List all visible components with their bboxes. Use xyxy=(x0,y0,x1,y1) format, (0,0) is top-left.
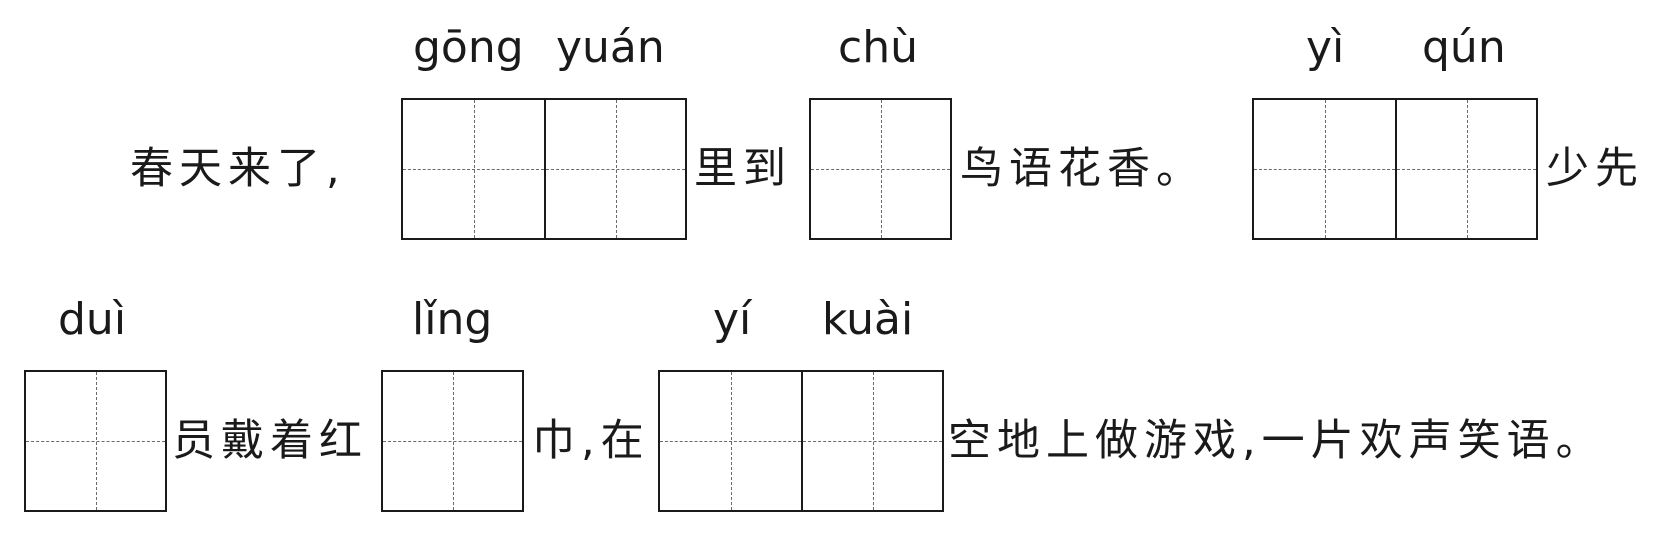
pinyin-yi-2: yí xyxy=(713,294,752,345)
writing-cell[interactable] xyxy=(660,372,801,510)
answer-box-dui[interactable] xyxy=(24,370,167,512)
pinyin-qun: qún xyxy=(1422,22,1506,73)
sentence-part-yuandai: 员戴着红 xyxy=(172,416,368,466)
pinyin-chu: chù xyxy=(838,22,918,73)
pinyin-yi-4: yì xyxy=(1306,22,1345,73)
pinyin-gong: gōng xyxy=(413,22,524,73)
answer-box-yiqun[interactable] xyxy=(1252,98,1538,240)
writing-cell[interactable] xyxy=(544,100,685,238)
pinyin-dui: duì xyxy=(58,294,127,345)
sentence-part-niaoyu: 鸟语花香。 xyxy=(960,144,1205,194)
writing-cell[interactable] xyxy=(26,372,165,510)
writing-cell[interactable] xyxy=(811,100,950,238)
answer-box-ling[interactable] xyxy=(381,370,524,512)
writing-cell[interactable] xyxy=(1395,100,1536,238)
answer-box-gongyuan[interactable] xyxy=(401,98,687,240)
sentence-part-jinzai: 巾,在 xyxy=(532,416,650,466)
writing-cell[interactable] xyxy=(1254,100,1395,238)
writing-cell[interactable] xyxy=(403,100,544,238)
answer-box-chu[interactable] xyxy=(809,98,952,240)
pinyin-kuai: kuài xyxy=(822,294,914,345)
sentence-part-chuntian: 春天来了, xyxy=(130,144,346,194)
answer-box-yikuai[interactable] xyxy=(658,370,944,512)
sentence-part-kongdi: 空地上做游戏,一片欢声笑语。 xyxy=(948,416,1605,466)
sentence-part-shaoxian: 少先 xyxy=(1546,144,1644,194)
writing-cell[interactable] xyxy=(383,372,522,510)
pinyin-yuan: yuán xyxy=(556,22,665,73)
pinyin-ling: lǐng xyxy=(412,294,493,345)
writing-cell[interactable] xyxy=(801,372,942,510)
sentence-part-lidao: 里到 xyxy=(694,144,792,194)
